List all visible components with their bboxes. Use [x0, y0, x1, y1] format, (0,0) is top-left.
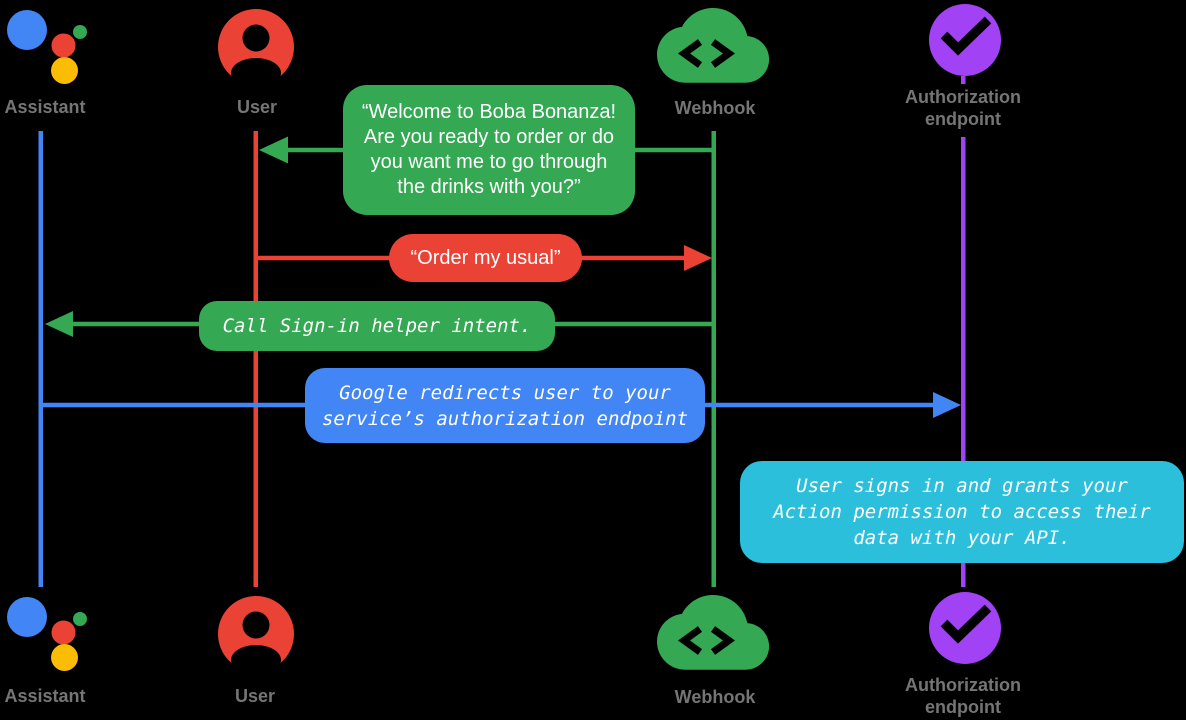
lifeline-assistant — [38, 131, 43, 587]
note-bubble-grants: User signs in and grants your Action per… — [740, 461, 1184, 563]
actor-label-auth-bottom: Authorization endpoint — [905, 675, 1021, 717]
actor-label-user-top: User — [236, 97, 278, 117]
speech-bubble-welcome: “Welcome to Boba Bonanza! Are you ready … — [343, 85, 635, 215]
user-person-icon-bottom — [218, 596, 294, 672]
actor-label-assistant-top: Assistant — [4, 97, 86, 117]
lifeline-user — [253, 131, 258, 587]
lifeline-auth — [961, 137, 966, 587]
google-assistant-logo-bottom — [7, 597, 87, 671]
google-assistant-logo-top — [7, 10, 87, 84]
lifeline-webhook — [711, 131, 716, 587]
code-bubble-redirect: Google redirects user to your service’s … — [305, 368, 705, 443]
assistant-blue-dot — [7, 10, 47, 50]
code-bubble-signin: Call Sign-in helper intent. — [199, 301, 555, 351]
actor-label-assistant-bottom: Assistant — [4, 686, 86, 706]
check-circle-icon-bottom — [929, 592, 1001, 664]
actor-label-user-bottom: User — [234, 686, 276, 706]
assistant-red-dot — [51, 33, 76, 58]
assistant-yellow-dot — [51, 57, 78, 84]
actor-label-webhook-top: Webhook — [674, 98, 756, 118]
cloud-code-icon-top — [657, 8, 769, 83]
lifeline-auth-tick — [961, 76, 966, 84]
check-circle-icon-top — [929, 4, 1001, 76]
assistant-green-dot — [73, 25, 87, 39]
actor-label-auth-top: Authorization endpoint — [905, 87, 1021, 129]
cloud-code-icon-bottom — [657, 595, 769, 670]
actor-label-webhook-bottom: Webhook — [674, 687, 756, 707]
user-person-icon-top — [218, 9, 294, 85]
speech-bubble-order: “Order my usual” — [389, 234, 582, 282]
